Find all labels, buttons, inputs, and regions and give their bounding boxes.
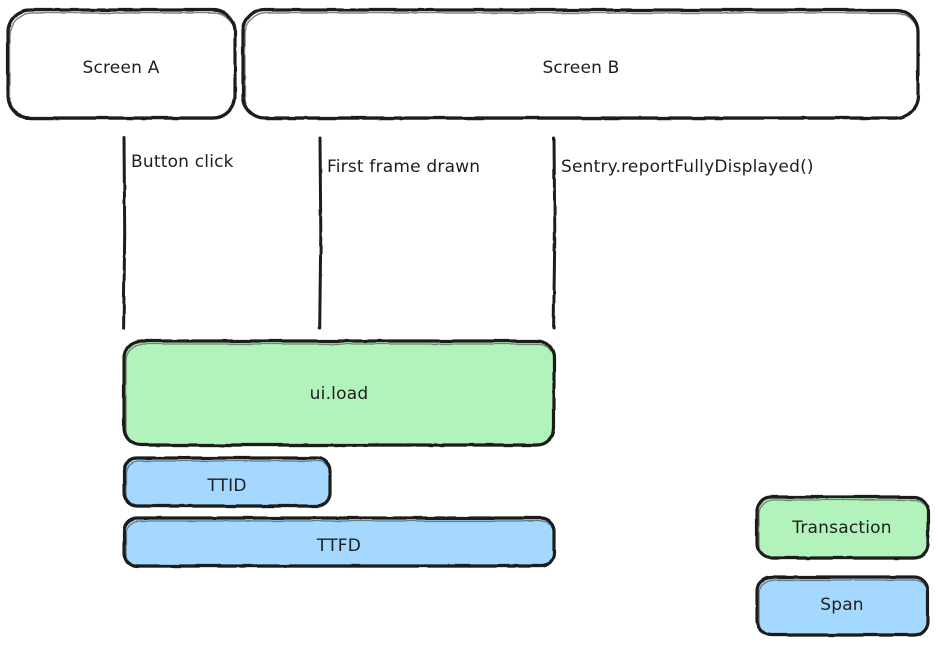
legend-span-label: Span bbox=[820, 595, 864, 615]
marker-first-frame-drawn-label: First frame drawn bbox=[327, 157, 481, 177]
screen-b-label: Screen B bbox=[542, 58, 620, 78]
bar-ttfd-label: TTFD bbox=[316, 536, 362, 556]
screen-a-box[interactable] bbox=[6, 8, 237, 120]
bar-ttid-label: TTID bbox=[207, 476, 247, 496]
marker-line-report-fully-displayed bbox=[552, 136, 557, 330]
marker-button-click-label: Button click bbox=[131, 152, 234, 172]
legend-transaction-shape[interactable] bbox=[755, 495, 930, 560]
screen-a-label: Screen A bbox=[82, 58, 160, 78]
marker-line-button-click bbox=[122, 136, 127, 330]
bar-ui-load-shape[interactable] bbox=[122, 339, 556, 447]
bar-ttfd-shape[interactable] bbox=[122, 516, 556, 568]
legend-span-shape[interactable] bbox=[755, 575, 930, 637]
marker-line-first-frame-drawn bbox=[318, 136, 323, 330]
bar-ui-load-label: ui.load bbox=[309, 384, 369, 404]
bar-ttid-shape[interactable] bbox=[122, 456, 332, 508]
marker-report-fully-displayed-label: Sentry.reportFullyDisplayed() bbox=[561, 157, 814, 177]
screen-b-box[interactable] bbox=[241, 8, 920, 120]
marker-lines bbox=[122, 136, 557, 330]
legend-transaction-label: Transaction bbox=[792, 518, 892, 538]
